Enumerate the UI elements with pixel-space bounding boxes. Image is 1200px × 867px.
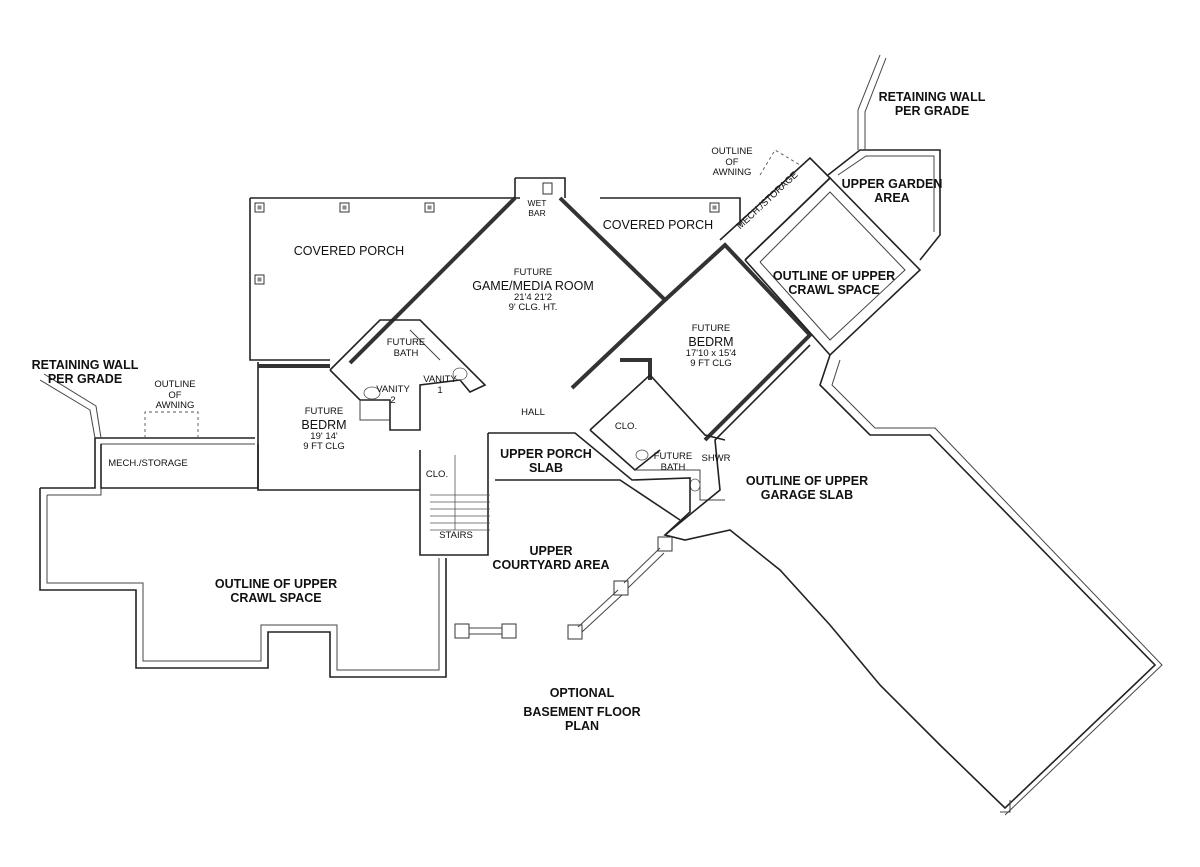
porch-posts — [254, 202, 720, 285]
outline-awning-left-label: OUTLINE OF AWNING — [154, 379, 196, 412]
plan-title: OPTIONAL BASEMENT FLOOR PLAN — [523, 686, 641, 733]
left-bedroom-walls — [257, 362, 420, 491]
wet-bar-label: WET BAR — [527, 198, 547, 218]
mech-storage-left-label: MECH./STORAGE — [108, 458, 188, 469]
bedrm-right-label: FUTURE BEDRM 17'10 x 15'4 9 FT CLG — [685, 323, 737, 370]
vanity-1-label: VANITY 1 — [423, 374, 457, 396]
upper-garden-area-label: UPPER GARDEN AREA — [841, 177, 943, 205]
right-bedroom-walls — [663, 242, 813, 442]
game-room-walls — [348, 196, 517, 365]
retaining-wall-right-label: RETAINING WALL PER GRADE — [878, 90, 986, 118]
covered-porch-right-label: COVERED PORCH — [602, 218, 714, 232]
future-bath-upper-label: FUTURE BATH — [386, 337, 426, 359]
game-room-label: FUTURE GAME/MEDIA ROOM 21'4 21'2 9' CLG.… — [472, 267, 594, 314]
garage-slab-outline — [663, 344, 1157, 810]
covered-porch-left-label: COVERED PORCH — [293, 244, 405, 258]
left-retaining-wall — [39, 379, 96, 439]
right-crawl-space-outline — [744, 176, 922, 357]
bedrm-left-label: FUTURE BEDRM 19' 14' 9 FT CLG — [301, 406, 347, 453]
left-awning-outline — [144, 411, 199, 438]
clo-right-label: CLO. — [614, 421, 638, 432]
right-closet-bath — [589, 429, 661, 472]
left-crawl-space-outline — [39, 437, 447, 678]
stairs-graphic — [419, 433, 490, 556]
upper-courtyard-area-label: UPPER COURTYARD AREA — [492, 544, 610, 572]
left-covered-porch-outline — [249, 198, 330, 361]
right-retaining-wall — [857, 54, 881, 150]
clo-left-label: CLO. — [425, 469, 449, 480]
outline-upper-crawl-left-label: OUTLINE OF UPPER CRAWL SPACE — [214, 577, 338, 605]
stairs-label: STAIRS — [439, 530, 473, 541]
courtyard-piers — [454, 536, 673, 640]
upper-garden-area-outline — [827, 149, 941, 261]
future-bath-lower-label: FUTURE BATH — [653, 451, 693, 473]
outline-upper-crawl-right-label: OUTLINE OF UPPER CRAWL SPACE — [772, 269, 896, 297]
upper-porch-slab-label: UPPER PORCH SLAB — [500, 447, 592, 475]
hall-label: HALL — [521, 407, 545, 418]
upper-porch-slab-outline — [488, 432, 691, 536]
retaining-wall-left-label: RETAINING WALL PER GRADE — [31, 358, 139, 386]
bath-vanity-walls — [329, 319, 487, 431]
shwr-label: SHWR — [701, 453, 731, 464]
outline-awning-top-label: OUTLINE OF AWNING — [711, 146, 753, 179]
outline-upper-garage-slab-label: OUTLINE OF UPPER GARAGE SLAB — [745, 474, 869, 502]
vanity-2-label: VANITY 2 — [376, 384, 410, 406]
